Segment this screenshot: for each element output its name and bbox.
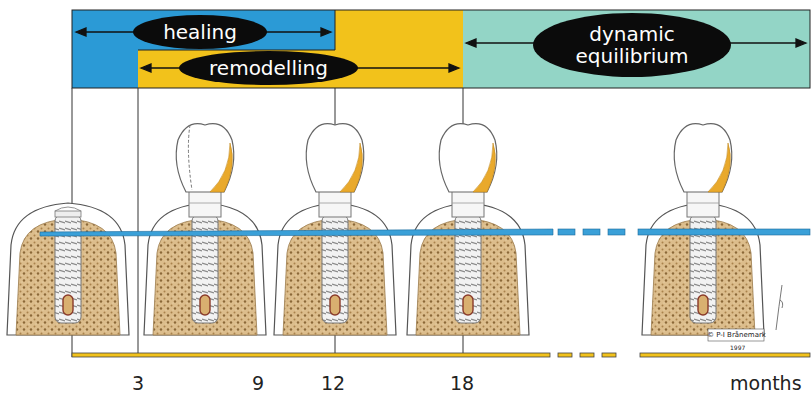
black-ellipse: remodelling <box>179 51 358 85</box>
black-ellipse: dynamic equilibrium <box>533 13 731 77</box>
tick-label: 3 <box>132 372 144 394</box>
copyright-year: 1997 <box>730 344 745 351</box>
tick-label: 18 <box>450 372 474 394</box>
tick-label: 9 <box>252 372 264 394</box>
axis-unit: months <box>730 372 802 394</box>
phase-label: healing <box>163 21 237 43</box>
phase-label: dynamic equilibrium <box>567 23 697 67</box>
phase-label: remodelling <box>209 57 328 79</box>
copyright-note: © P-I Brånemark <box>707 331 766 339</box>
black-ellipse: healing <box>133 15 267 49</box>
tick-label: 12 <box>321 372 345 394</box>
